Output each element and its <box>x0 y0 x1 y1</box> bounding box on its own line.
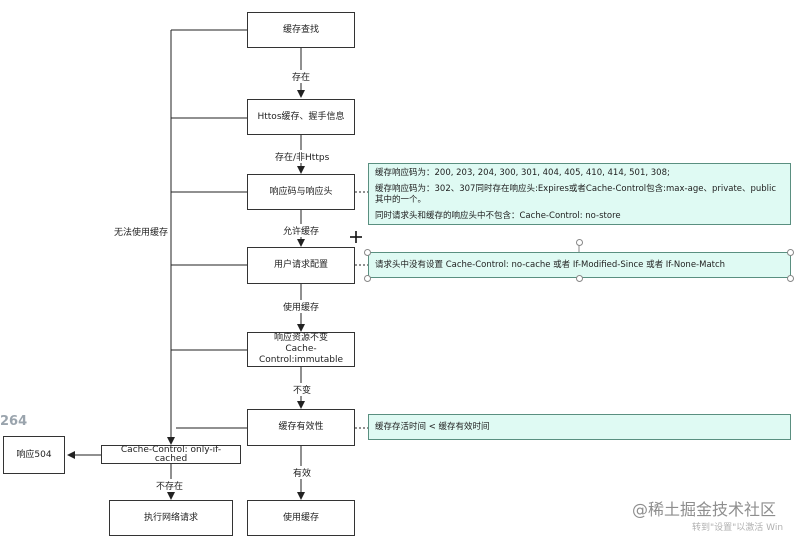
resize-handle-bm[interactable] <box>576 275 583 282</box>
label-exists-non-https: 存在/非Https <box>274 150 331 163</box>
watermark-text: @稀土掘金技术社区 <box>632 500 777 519</box>
label-exists: 存在 <box>291 70 312 83</box>
node-network-request[interactable]: 执行网络请求 <box>109 500 233 536</box>
corner-number: 264 <box>0 414 28 429</box>
resize-handle-br[interactable] <box>787 275 794 282</box>
node-only-if-cached[interactable]: Cache-Control: only-if-cached <box>101 445 241 464</box>
label-unchanged: 不变 <box>292 383 313 396</box>
note-status-line-2: 缓存响应码为：302、307同时存在响应头:Expires或者Cache-Con… <box>375 184 777 205</box>
node-user-request[interactable]: 用户请求配置 <box>247 247 355 284</box>
node-response-code[interactable]: 响应码与响应头 <box>247 174 355 210</box>
note-status-line-1: 缓存响应码为：200, 203, 204, 300, 301, 404, 405… <box>375 168 670 178</box>
rotate-handle[interactable] <box>576 239 583 246</box>
node-response-504[interactable]: 响应504 <box>3 436 65 474</box>
label-allow-cache: 允许缓存 <box>282 224 321 237</box>
node-cache-lookup[interactable]: 缓存查找 <box>247 12 355 48</box>
node-cache-validity[interactable]: 缓存有效性 <box>247 409 355 446</box>
node-use-cache[interactable]: 使用缓存 <box>247 500 355 536</box>
resize-handle-tl[interactable] <box>364 249 371 256</box>
label-cannot-use-cache: 无法使用缓存 <box>113 225 170 238</box>
resize-handle-tr[interactable] <box>787 249 794 256</box>
node-immutable[interactable]: 响应资源不变Cache-Control:immutable <box>247 332 355 367</box>
note-status-codes[interactable]: 缓存响应码为：200, 203, 204, 300, 301, 404, 405… <box>368 163 791 225</box>
node-https-cache[interactable]: Httos缓存、握手信息 <box>247 99 355 135</box>
label-not-exist: 不存在 <box>155 479 185 492</box>
move-cursor-icon <box>350 231 362 243</box>
label-valid: 有效 <box>292 466 313 479</box>
note-status-line-3: 同时请求头和缓存的响应头中不包含：Cache-Control: no-store <box>375 211 621 221</box>
resize-handle-bl[interactable] <box>364 275 371 282</box>
note-ttl[interactable]: 缓存存活时间 < 缓存有效时间 <box>368 414 791 440</box>
label-use-cache: 使用缓存 <box>282 300 321 313</box>
activate-windows-text: 转到"设置"以激活 Win <box>692 523 784 533</box>
